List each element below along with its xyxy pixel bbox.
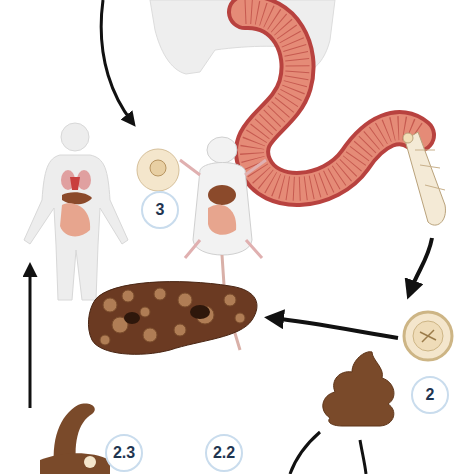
arrow: [101, 0, 132, 122]
human-figure: [24, 123, 128, 300]
callout-number: 2: [426, 386, 435, 404]
illustration-part: [103, 298, 117, 312]
illustration-part: [403, 133, 413, 143]
callout-circle: 3: [141, 191, 179, 229]
feces: [323, 352, 394, 426]
illustration-part: [323, 352, 394, 426]
illustration-part: [178, 293, 192, 307]
illustration-part: [62, 192, 92, 204]
illustration-part: [180, 160, 266, 258]
illustration-part: [190, 305, 210, 319]
illustration-part: [235, 313, 245, 323]
illustration-part: [413, 321, 443, 351]
illustration-part: [61, 123, 89, 151]
illustration-part: [245, 12, 418, 189]
callout-circle: 2.3: [105, 434, 143, 472]
illustration-part: [100, 288, 245, 345]
illustration-part: [245, 12, 418, 189]
illustration-part: [405, 132, 445, 225]
illustration-part: [60, 203, 90, 236]
illustration-part: [40, 453, 110, 474]
illustration-part: [208, 185, 236, 205]
callout-number: 2.2: [213, 444, 235, 462]
illustration-part: [143, 328, 157, 342]
infected-liver: [88, 282, 257, 355]
hydatid-cyst: [137, 149, 179, 191]
illustration-part: [140, 307, 150, 317]
illustration-part: [174, 324, 186, 336]
illustration-part: [208, 205, 236, 235]
tapeworm: [403, 132, 445, 225]
illustration-part: [88, 282, 257, 355]
arrow: [290, 432, 320, 474]
callout-number: 3: [156, 201, 165, 219]
intestine: [245, 12, 418, 189]
dog-tail: [40, 403, 110, 474]
illustration-part: [100, 335, 110, 345]
illustration-part: [415, 150, 445, 190]
callout-circle: 2: [411, 376, 449, 414]
illustration-part: [245, 12, 418, 189]
illustration-part: [150, 160, 166, 176]
illustration-part: [137, 149, 179, 191]
callout-circle: 2.2: [205, 434, 243, 472]
illustration-part: [207, 137, 237, 163]
illustration-part: [224, 294, 236, 306]
illustration-part: [122, 290, 134, 302]
arrow: [360, 440, 366, 474]
illustration-part: [70, 177, 80, 190]
illustration-part: [404, 312, 452, 360]
illustration-part: [84, 456, 96, 468]
illustration-part: [154, 288, 166, 300]
arrow: [410, 238, 432, 292]
egg: [404, 312, 452, 360]
callout-number: 2.3: [113, 444, 135, 462]
illustration-part: [124, 312, 140, 324]
illustration-part: [193, 163, 252, 256]
arrow: [272, 318, 398, 338]
arrow: [29, 268, 32, 408]
illustration-part: [420, 330, 436, 342]
illustration-part: [24, 155, 128, 300]
